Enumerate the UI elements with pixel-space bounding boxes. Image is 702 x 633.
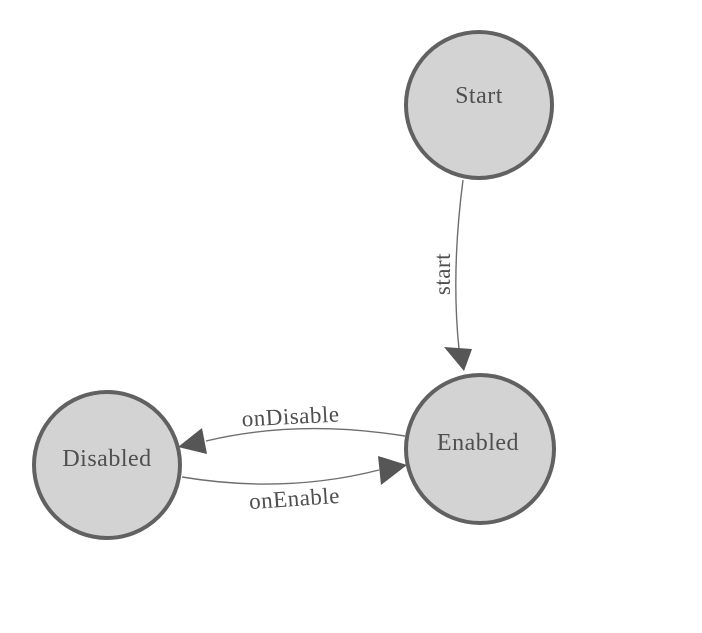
state-node-disabled: Disabled xyxy=(32,390,182,540)
state-circle-start[interactable] xyxy=(404,30,554,180)
edge-label-start: start xyxy=(430,253,455,295)
edge-start-to-enabled: start xyxy=(430,179,472,371)
arrowhead-icon xyxy=(444,347,472,371)
edge-label-onenable: onEnable xyxy=(248,483,340,514)
edge-disabled-to-enabled: onEnable xyxy=(181,456,407,514)
state-node-enabled: Enabled xyxy=(404,373,556,525)
edge-line-onenable[interactable] xyxy=(181,469,380,485)
state-node-start: Start xyxy=(404,30,554,180)
edge-line-start[interactable] xyxy=(455,179,464,350)
edge-label-ondisable: onDisable xyxy=(241,401,340,431)
state-circle-disabled[interactable] xyxy=(32,390,182,540)
edge-enabled-to-disabled: onDisable xyxy=(178,401,406,454)
arrowhead-icon xyxy=(378,456,407,485)
edge-line-ondisable[interactable] xyxy=(205,427,406,442)
arrowhead-icon xyxy=(178,428,207,454)
state-circle-enabled[interactable] xyxy=(404,373,556,525)
